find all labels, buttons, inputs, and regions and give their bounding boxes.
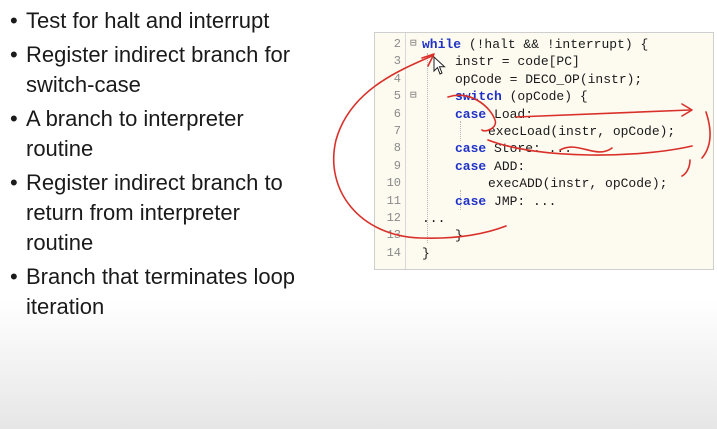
bullet-list: Test for halt and interruptRegister indi…: [10, 6, 365, 326]
line-number: 8: [393, 141, 401, 156]
code-line: 6 case Load:: [375, 106, 713, 123]
bullet-line: routine: [26, 230, 94, 255]
code-text: opCode = DECO_OP(instr);: [455, 71, 642, 88]
code-body: (opCode) {: [501, 89, 588, 105]
code-keyword: case: [455, 106, 487, 122]
code-body: ...: [422, 211, 446, 226]
bullet-line: routine: [26, 136, 94, 161]
code-body: }: [422, 245, 430, 261]
code-line: 8 case Store: ...: [375, 140, 713, 157]
code-text: case Load:: [455, 106, 533, 123]
code-keyword: switch: [455, 89, 502, 105]
code-line: 12...: [375, 210, 713, 227]
code-body: instr = code[PC]: [455, 54, 580, 70]
code-text: }: [455, 227, 463, 244]
code-keyword: case: [455, 158, 487, 174]
code-listing: 2 ⊟ while (!halt && !interrupt) { 3 instr = …: [374, 32, 714, 270]
code-body: ADD:: [486, 158, 526, 174]
bullet-item: Test for halt and interrupt: [10, 6, 365, 36]
line-number: 3: [393, 54, 401, 69]
code-line: 5 ⊟ switch (opCode) {: [375, 88, 713, 105]
cursor-arrow-icon: [433, 56, 446, 75]
line-number: 2: [393, 37, 401, 51]
bullet-line: switch-case: [26, 72, 141, 97]
line-number: 11: [386, 193, 401, 208]
code-body: execLoad(instr, opCode);: [488, 124, 676, 139]
code-text: instr = code[PC]: [455, 53, 580, 70]
code-text: case ADD:: [455, 158, 525, 175]
line-number: 10: [386, 176, 401, 191]
bullet-line: return from interpreter: [26, 200, 240, 225]
code-text: switch (opCode) {: [455, 88, 588, 105]
code-line: 13}: [375, 227, 713, 244]
fold-toggle-icon[interactable]: ⊟: [410, 38, 417, 50]
bullet-line: Register indirect branch for: [26, 42, 291, 67]
code-line: 10 execADD(instr, opCode);: [375, 175, 713, 192]
bullet-line: A branch to interpreter: [26, 106, 244, 131]
code-body: execADD(instr, opCode);: [488, 176, 668, 192]
code-body: opCode = DECO_OP(instr);: [455, 71, 643, 87]
line-number: 4: [393, 71, 401, 86]
code-text: }: [422, 245, 430, 262]
code-line: 4 opCode = DECO_OP(instr);: [375, 71, 713, 88]
code-text: ...: [422, 210, 445, 227]
line-number: 13: [386, 228, 401, 243]
line-number: 9: [393, 158, 401, 173]
bullet-line: Register indirect branch to: [26, 170, 283, 195]
code-line: 3 instr = code[PC]: [375, 53, 713, 70]
code-body: JMP: ...: [486, 193, 557, 209]
code-text: execLoad(instr, opCode);: [488, 123, 675, 140]
bullet-item: A branch to interpreter routine: [10, 104, 365, 164]
line-number: 12: [386, 211, 401, 225]
line-number: 6: [393, 106, 401, 121]
code-line: 7 execLoad(instr, opCode);: [375, 123, 713, 140]
code-keyword: case: [455, 193, 487, 209]
code-text: execADD(instr, opCode);: [488, 175, 667, 192]
line-number: 7: [393, 124, 401, 138]
code-line: 2 ⊟ while (!halt && !interrupt) {: [375, 36, 713, 53]
code-keyword: while: [422, 37, 462, 52]
code-body: (!halt && !interrupt) {: [461, 37, 649, 52]
line-number: 5: [393, 89, 401, 104]
bullet-item: Branch that terminates loop iteration: [10, 262, 365, 322]
code-text: case JMP: ...: [455, 193, 556, 210]
bullet-line: iteration: [26, 294, 105, 319]
line-number: 14: [386, 245, 401, 260]
code-line: 14}: [375, 245, 713, 262]
code-body: Load:: [486, 106, 534, 122]
code-text: case Store: ...: [455, 140, 572, 157]
fold-toggle-icon[interactable]: ⊟: [410, 90, 417, 103]
bullet-item: Register indirect branch for switch-case: [10, 40, 365, 100]
code-line: 11 case JMP: ...: [375, 193, 713, 210]
bullet-line: Test for halt and interrupt: [26, 8, 270, 33]
code-body: }: [455, 228, 463, 244]
bullet-item: Register indirect branch to return from i…: [10, 168, 365, 258]
code-body: Store: ...: [486, 141, 573, 157]
bullet-line: Branch that terminates loop: [26, 264, 296, 289]
code-keyword: case: [455, 141, 487, 157]
code-line: 9 case ADD:: [375, 158, 713, 175]
code-text: while (!halt && !interrupt) {: [422, 36, 648, 53]
